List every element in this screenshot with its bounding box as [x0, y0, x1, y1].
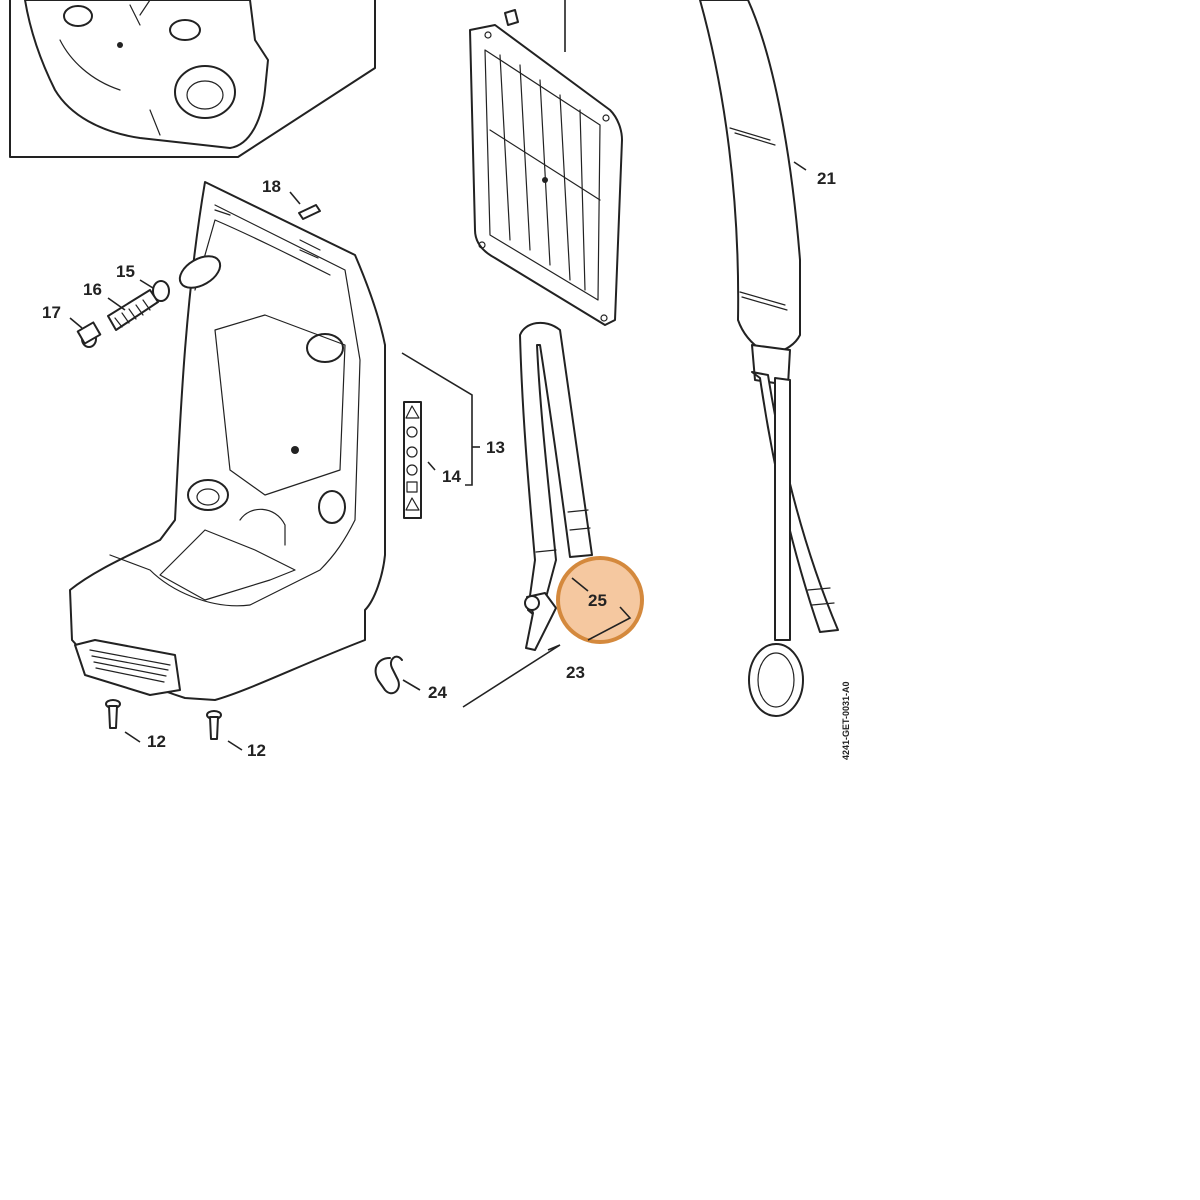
callout-12-left: 12 — [147, 732, 166, 751]
screw-18 — [298, 204, 321, 220]
callout-14: 14 — [442, 467, 461, 486]
drawing-code: 4241-GET-0031-A0 — [841, 681, 851, 760]
callout-24: 24 — [428, 683, 447, 702]
callout-12-right: 12 — [247, 741, 266, 760]
callout-23: 23 — [566, 663, 585, 682]
callout-16: 16 — [83, 280, 102, 299]
callout-15: 15 — [116, 262, 135, 281]
hook-24 — [374, 655, 403, 695]
leader-lines — [69, 161, 807, 751]
back-plate-frame — [69, 181, 386, 701]
callout-18: 18 — [262, 177, 281, 196]
inset-fuel-tank — [9, 0, 376, 158]
callout-25: 25 — [588, 591, 607, 610]
shoulder-strap-21 — [699, 0, 839, 717]
highlight-callout-25[interactable] — [556, 556, 644, 644]
callout-13: 13 — [486, 438, 505, 457]
callout-21: 21 — [817, 169, 836, 188]
warning-label-strip — [403, 401, 422, 519]
valve-parts-15-16-17 — [76, 280, 170, 348]
screws-12 — [105, 699, 222, 740]
strap-23 — [519, 321, 593, 651]
callout-17: 17 — [42, 303, 61, 322]
back-cushion-grille — [469, 0, 623, 326]
